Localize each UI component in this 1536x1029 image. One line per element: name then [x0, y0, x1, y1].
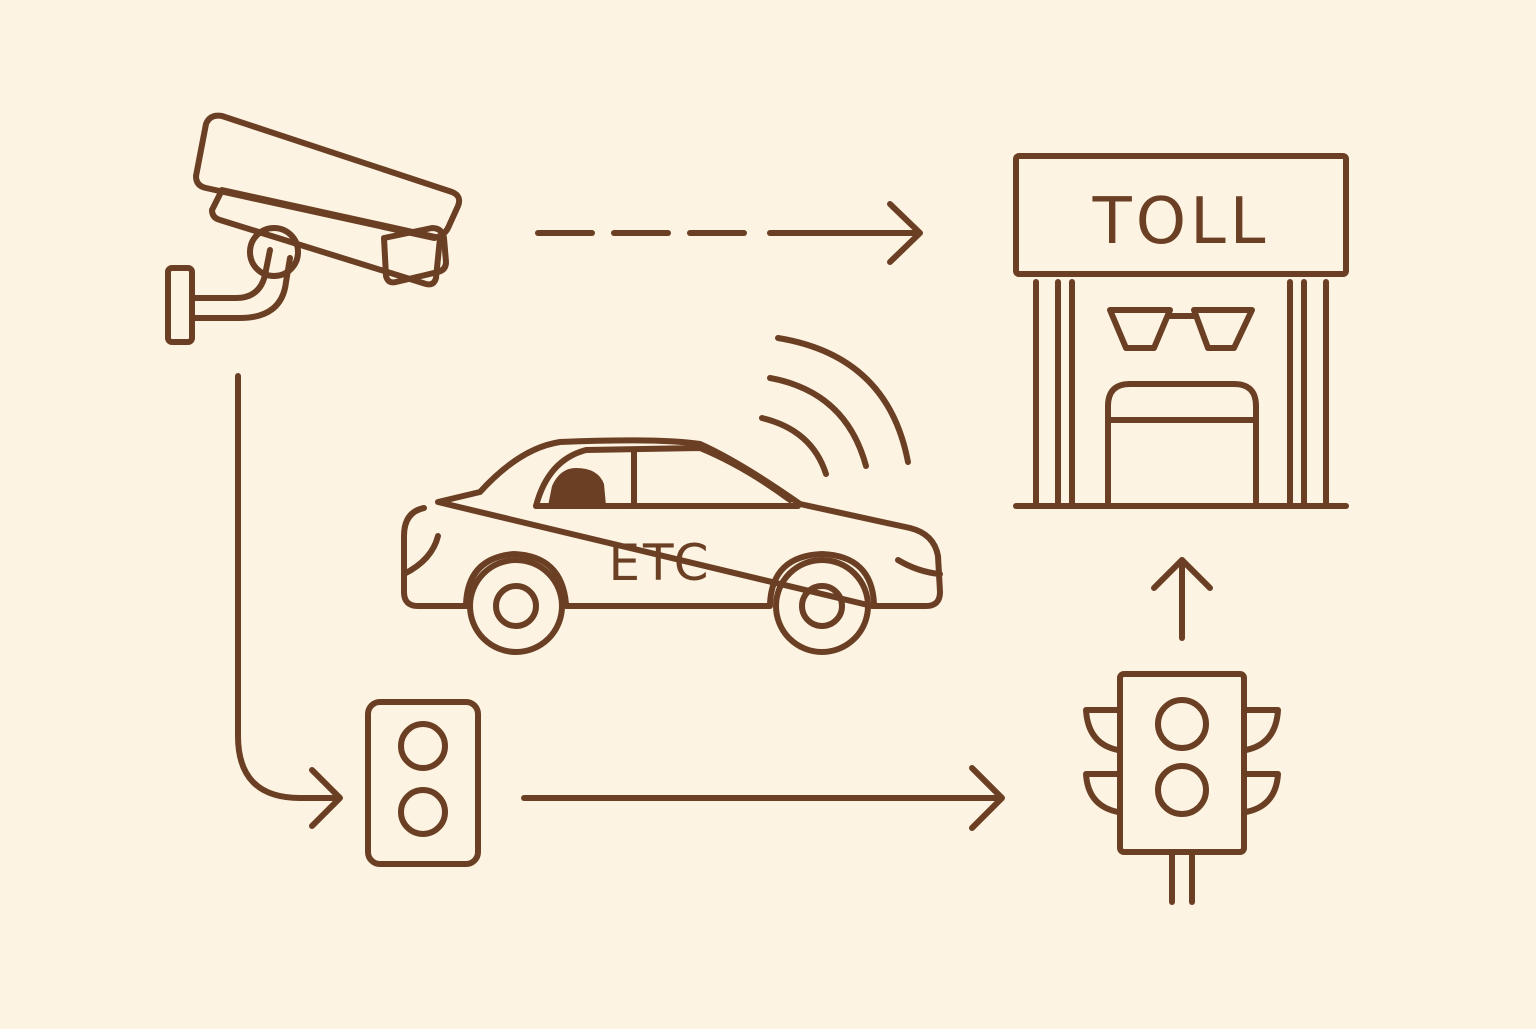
front-wheel	[773, 557, 871, 655]
arrow-camera-to-signal-unit	[235, 373, 343, 829]
rear-wheel	[467, 557, 565, 655]
wireless-signal-icon	[759, 335, 911, 477]
toll-booth-icon: TOLL	[1013, 153, 1349, 509]
etc-car-icon: ETC	[401, 437, 943, 655]
toll-sign-label: TOLL	[1092, 185, 1270, 259]
signal-light-unit-icon	[365, 699, 481, 867]
arrow-traffic-light-to-toll	[1151, 557, 1213, 641]
toll-sign	[1013, 153, 1349, 277]
arrow-signal-unit-to-traffic-light	[521, 765, 1005, 831]
driver-silhouette	[548, 468, 606, 506]
dashed-arrow-camera-to-toll	[535, 201, 923, 265]
traffic-light-icon	[1083, 671, 1281, 905]
etc-label: ETC	[608, 534, 711, 592]
surveillance-camera-icon	[165, 112, 463, 345]
